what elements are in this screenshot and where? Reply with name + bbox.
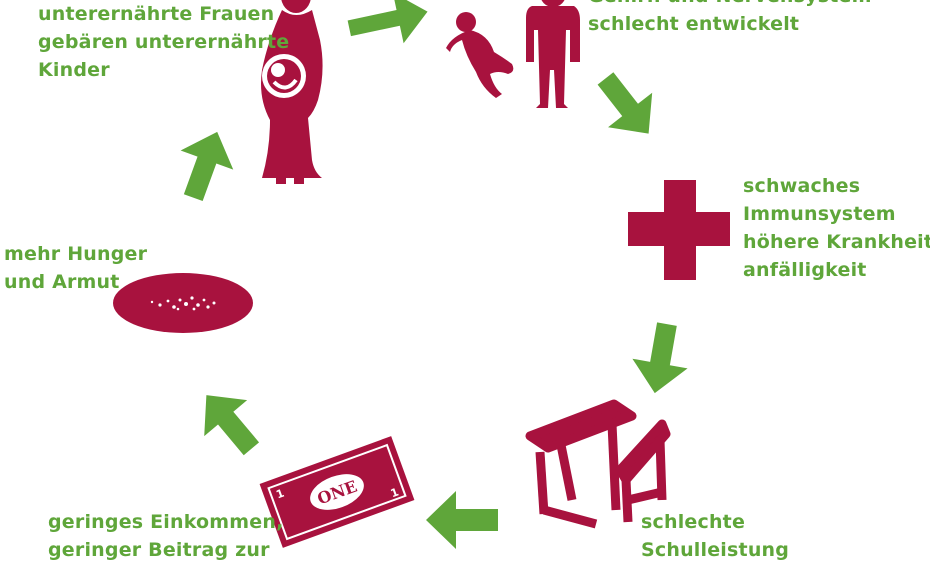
step-label-line: schlecht entwickelt <box>588 13 800 35</box>
cycle-arrow-1 <box>347 0 428 44</box>
cycle-arrow-2 <box>597 72 653 134</box>
cycle-arrow-5 <box>204 395 260 456</box>
step-label-line: schwaches <box>743 175 861 197</box>
step-label-weak-immune-system: schwaches Immunsystem höhere Krankheits-… <box>743 172 930 284</box>
step-label-line: geringes Einkommen, <box>48 511 284 533</box>
step-label-low-income: geringes Einkommen, geringer Beitrag zur <box>48 508 284 564</box>
step-label-hunger-poverty: mehr Hunger und Armut <box>4 240 147 296</box>
step-label-brain-development: Gehirn und Nervensystem schlecht entwick… <box>588 0 872 38</box>
cycle-arrow-4 <box>426 491 498 549</box>
cycle-arrow-6 <box>180 131 234 202</box>
step-label-line: anfälligkeit <box>743 259 867 281</box>
step-label-line: geringer Beitrag zur <box>48 539 270 561</box>
cycle-arrow-3 <box>632 322 688 394</box>
pregnant-woman-icon <box>261 0 323 184</box>
medical-cross-icon <box>628 180 730 280</box>
step-label-line: und Armut <box>4 271 120 293</box>
banknote-icon: 1 1 ONE <box>259 436 415 548</box>
school-desk-icon <box>525 399 671 529</box>
step-label-line: Schulleistung <box>641 539 790 561</box>
svg-text:1: 1 <box>274 487 286 502</box>
step-label-poor-school-performance: schlechte Schulleistung <box>641 508 789 564</box>
step-label-line: Gehirn und Nervensystem <box>588 0 872 10</box>
step-label-line: gebären unterernährte <box>38 31 290 53</box>
step-label-line: höhere Krankheits- <box>743 231 930 253</box>
step-label-line: mehr Hunger <box>4 243 148 265</box>
step-label-line: Kinder <box>38 59 110 81</box>
empty-plate-icon <box>113 273 253 333</box>
baby-and-child-icon <box>446 0 580 108</box>
step-label-line: unterernährte Frauen <box>38 3 275 25</box>
step-label-line: schlechte <box>641 511 746 533</box>
poverty-cycle-diagram: 1 1 ONE <box>113 0 730 549</box>
svg-text:1: 1 <box>389 485 401 500</box>
step-label-malnourished-women: unterernährte Frauen gebären unterernähr… <box>38 0 289 84</box>
step-label-line: Immunsystem <box>743 203 896 225</box>
